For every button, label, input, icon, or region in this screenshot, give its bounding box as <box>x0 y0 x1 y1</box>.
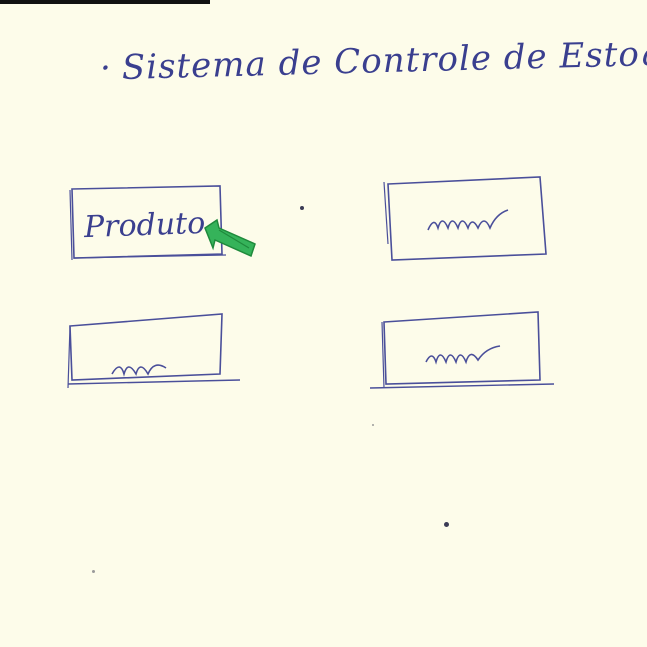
pen-dot <box>444 522 449 527</box>
pen-dot <box>92 570 95 573</box>
title-bullet: · <box>99 48 113 89</box>
placeholder-button-top-right-outline <box>383 176 547 261</box>
produto-button-outline <box>69 185 227 261</box>
produto-button-label: Produto <box>83 205 206 246</box>
scribble-placeholder-icon <box>427 209 509 231</box>
page-title: ·Sistema de Controle de Estoque <box>99 33 647 89</box>
scan-edge <box>0 0 210 4</box>
title-text: Sistema de Controle de Estoque <box>121 32 647 88</box>
placeholder-button-bottom-left[interactable] <box>64 310 242 390</box>
placeholder-button-top-right[interactable] <box>376 174 550 264</box>
placeholder-button-bottom-right[interactable] <box>368 308 558 392</box>
scribble-placeholder-icon <box>111 364 167 377</box>
scribble-placeholder-icon <box>425 345 501 365</box>
placeholder-button-bottom-right-outline <box>369 311 555 389</box>
pointer-arrow-icon <box>204 218 256 258</box>
produto-button[interactable]: Produto <box>66 184 227 264</box>
pen-dot <box>300 206 304 210</box>
pen-dot <box>372 424 374 426</box>
placeholder-button-bottom-left-outline <box>67 313 241 389</box>
